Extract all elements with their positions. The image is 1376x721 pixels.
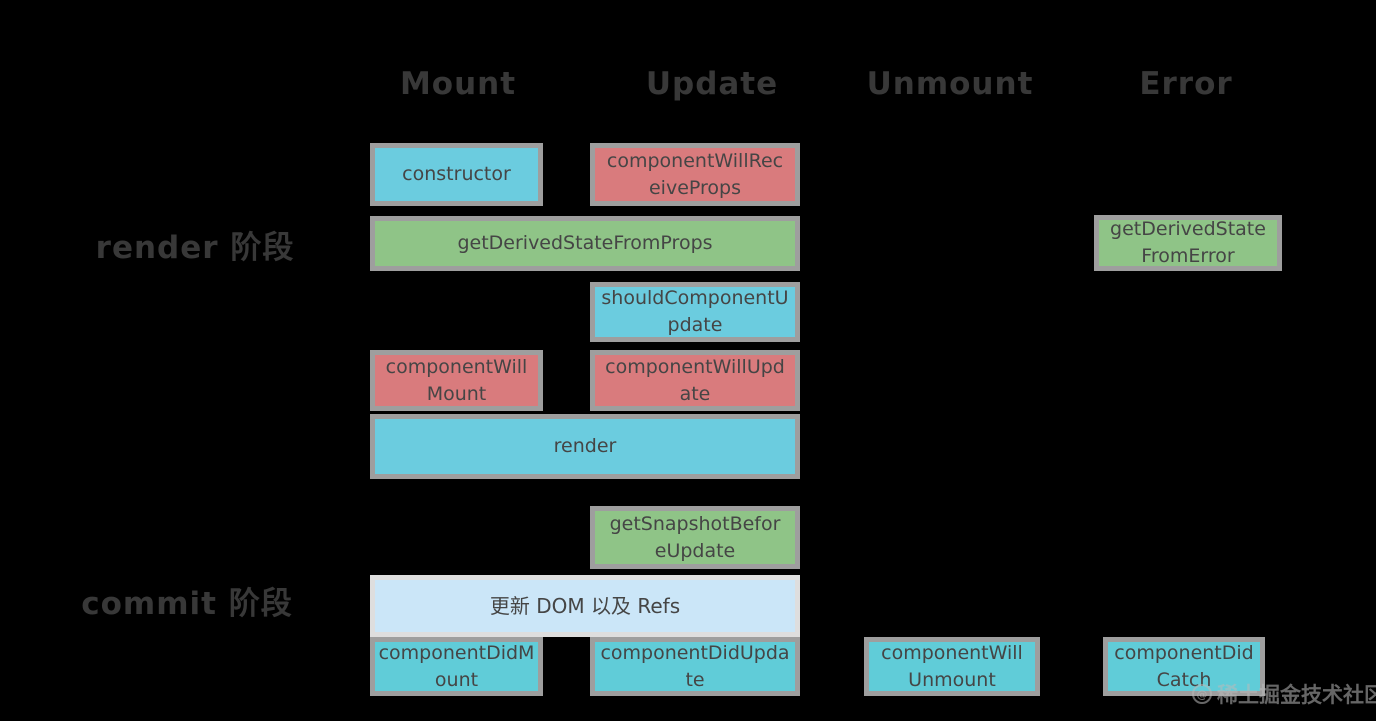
box-component-will-receive-props: componentWillRec eiveProps	[590, 143, 800, 206]
box-get-derived-state-from-error: getDerivedState FromError	[1094, 215, 1282, 271]
phase-label-commit: commit 阶段	[81, 586, 293, 622]
box-component-did-update: componentDidUpda te	[590, 637, 800, 696]
juejin-logo-icon: @	[1192, 684, 1212, 704]
box-component-will-update: componentWillUpd ate	[590, 350, 800, 411]
watermark-text: 稀土掘金技术社区	[1217, 683, 1376, 707]
box-component-will-unmount: componentWill Unmount	[864, 637, 1040, 696]
box-render: render	[370, 414, 800, 479]
box-should-component-update: shouldComponentU pdate	[590, 282, 800, 342]
column-header-update: Update	[645, 66, 779, 102]
box-get-snapshot-before-update: getSnapshotBefor eUpdate	[590, 506, 800, 569]
column-header-mount: Mount	[399, 66, 517, 102]
box-component-did-catch: componentDid Catch	[1103, 637, 1265, 696]
watermark: @ 稀土掘金技术社区	[1192, 679, 1376, 709]
phase-label-render: render 阶段	[95, 230, 295, 266]
box-update-dom-and-refs: 更新 DOM 以及 Refs	[370, 575, 800, 637]
column-header-error: Error	[1139, 66, 1233, 102]
box-get-derived-state-from-props: getDerivedStateFromProps	[370, 216, 800, 271]
box-component-will-mount: componentWill Mount	[370, 350, 543, 411]
column-header-unmount: Unmount	[866, 66, 1034, 102]
box-constructor: constructor	[370, 143, 543, 206]
box-component-did-mount: componentDidM ount	[370, 637, 543, 696]
